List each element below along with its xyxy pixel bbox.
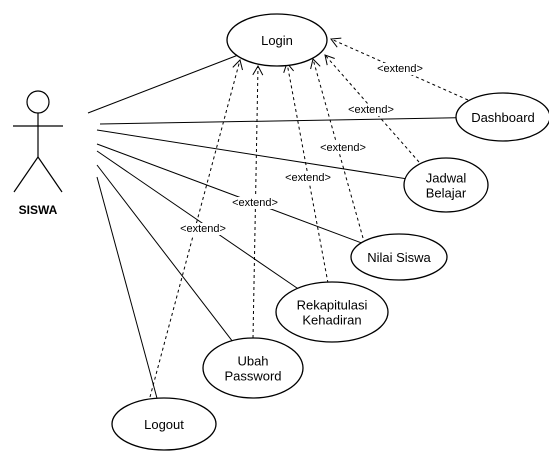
use-case-ellipse (275, 281, 389, 343)
use-case-nilai-siswa: Nilai Siswa (350, 233, 448, 281)
use-case-label: Kehadiran (302, 313, 361, 328)
use-case-label: Ubah (237, 354, 268, 369)
use-case-ellipse (226, 13, 328, 67)
extend-line (286, 62, 329, 284)
extend-label: <extend> (180, 223, 226, 235)
extend-arrowhead (310, 58, 321, 70)
actor-name: SISWA (19, 203, 58, 217)
extend-arrowhead (324, 54, 335, 66)
actor-right-leg (37, 156, 63, 193)
extend-jadwal-belajar: <extend> (324, 54, 420, 163)
extend-arrowhead (232, 59, 243, 71)
association-logout (96, 176, 158, 399)
association-login (87, 55, 238, 114)
use-case-label: Logout (144, 417, 184, 432)
use-case-label: Nilai Siswa (367, 250, 431, 265)
actor-left-leg (13, 156, 39, 193)
extend-rekapitulasi-kehadiran: <extend> (283, 61, 332, 284)
association-rekapitulasi-kehadiran (96, 150, 298, 289)
use-case-label: Jadwal (426, 171, 467, 186)
extend-nilai-siswa: <extend> (310, 58, 367, 239)
use-case-ellipse (350, 233, 448, 281)
extend-logout: <extend> (149, 59, 243, 398)
use-case-ellipse (111, 397, 217, 451)
association-jadwal-belajar (96, 129, 406, 180)
use-case-ellipse (202, 337, 304, 399)
extend-relationships: <extend> <extend> <extend> <extend> <extend>… (149, 37, 469, 398)
extend-label: <extend> (348, 104, 394, 116)
use-case-label: Dashboard (471, 110, 535, 125)
actor-siswa: SISWA (13, 90, 63, 217)
extend-label: <extend> (320, 142, 366, 154)
use-case-label: Belajar (426, 186, 467, 201)
use-case-label: Rekapitulasi (297, 298, 368, 313)
extend-ubah-password: <extend> (231, 64, 279, 339)
association-lines (87, 55, 457, 399)
use-case-label: Password (224, 369, 281, 384)
association-dashboard (99, 117, 457, 125)
association-nilai-siswa (96, 143, 362, 244)
use-case-ellipse (403, 157, 489, 213)
use-case-login: Login (226, 13, 328, 67)
extend-label: <extend> (377, 63, 423, 75)
use-case-label: Login (261, 33, 293, 48)
use-case-dashboard: Dashboard (455, 92, 549, 142)
extend-dashboard: <extend> (330, 37, 469, 101)
extend-arrowhead (330, 37, 342, 48)
extend-label: <extend> (232, 197, 278, 209)
use-case-logout: Logout (111, 397, 217, 451)
extend-arrowhead (252, 64, 264, 76)
extend-label: <extend> (285, 172, 331, 184)
association-ubah-password (96, 164, 233, 342)
use-case-ellipse (455, 92, 549, 142)
actor-head (26, 90, 50, 114)
